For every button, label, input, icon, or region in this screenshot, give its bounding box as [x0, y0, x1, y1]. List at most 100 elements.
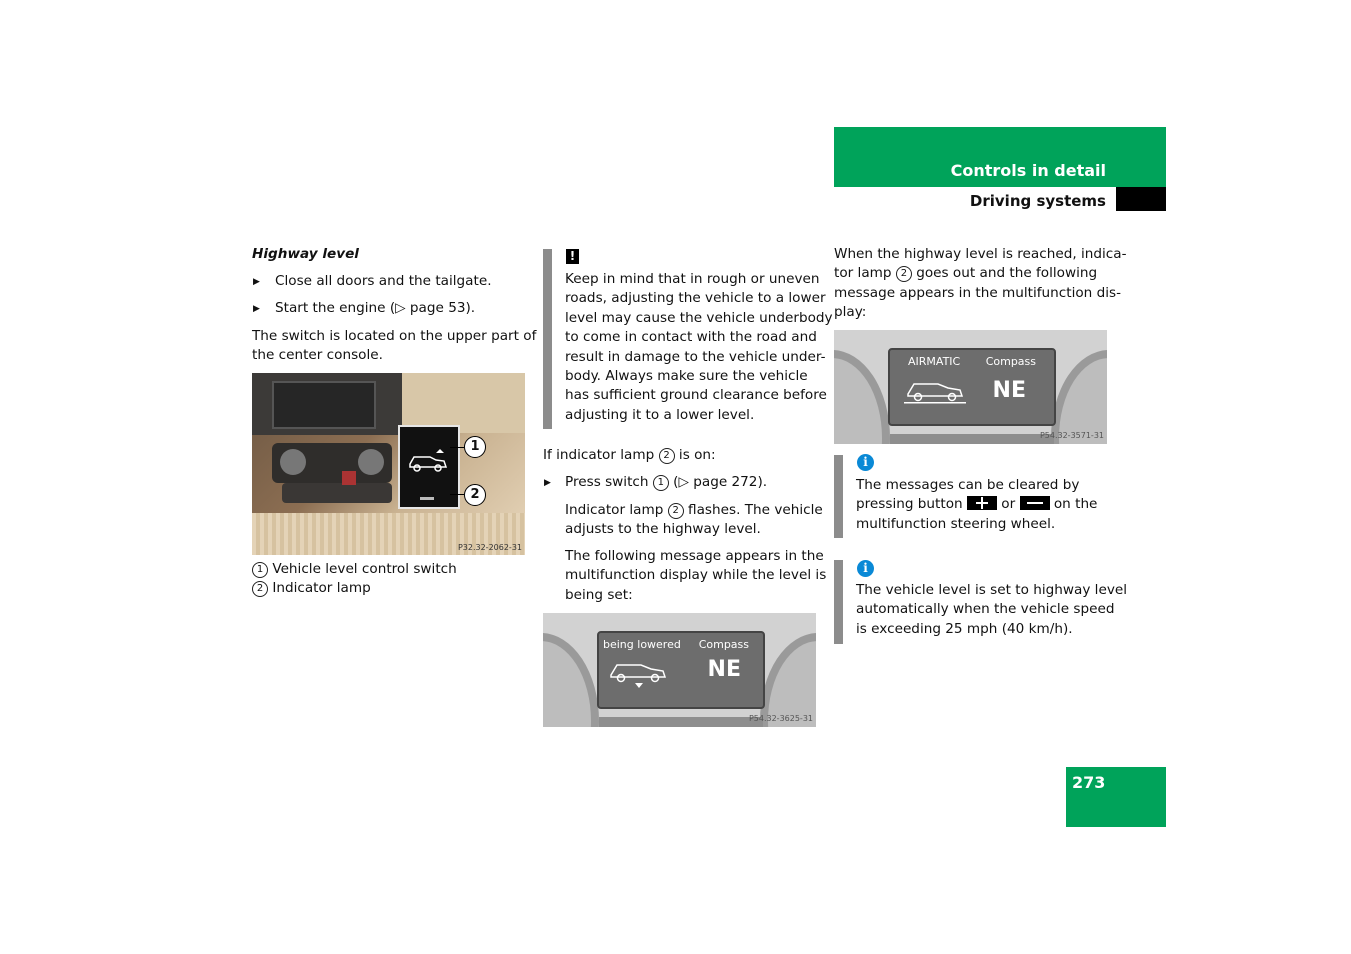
text: multifunction steering wheel. [856, 515, 1056, 532]
subsection-header: Driving systems [834, 187, 1166, 211]
info-clear-messages: The messages can be cleared by pressing … [856, 476, 1097, 534]
warning-icon: ! [566, 249, 579, 264]
step-close-doors: Close all doors and the tailgate. [275, 273, 492, 289]
text: multifunction display while the level is [565, 567, 827, 584]
gauge-left [543, 633, 599, 727]
para-line: The switch is located on the upper part … [252, 328, 537, 344]
triangle-bullet-icon: ▶ [253, 277, 260, 287]
heading-highway-level: Highway level [252, 246, 359, 262]
text: Press switch [565, 474, 649, 490]
figure-code: P32.32-2062-31 [457, 543, 522, 552]
callout-line [450, 494, 464, 495]
display-compass-direction: NE [992, 378, 1026, 403]
message-para: The following message appears in the mul… [565, 547, 826, 605]
text: is on: [678, 447, 716, 463]
number-circle-1: 1 [652, 475, 669, 491]
climate-knob [280, 449, 306, 475]
display-being-lowered: being lowered Compass NE P54.32-3625-31 [543, 613, 816, 727]
gauge-left [834, 350, 890, 444]
gauge-right [760, 633, 816, 727]
text: The following message appears in the [565, 548, 824, 564]
number-circle-2: 2 [658, 448, 675, 464]
lower-display [599, 717, 763, 727]
wood-trim [252, 513, 525, 555]
text: If indicator lamp [543, 447, 655, 463]
text: When the highway level is reached, indic… [834, 246, 1127, 262]
text: or [1001, 496, 1016, 513]
info-auto-highway: The vehicle level is set to highway leve… [856, 581, 1127, 639]
info-bar [834, 455, 843, 538]
number-circle-1: 1 [252, 562, 268, 578]
if-lamp-on: If indicator lamp 2 is on: [543, 446, 716, 465]
display-compass-direction: NE [707, 657, 741, 682]
callout-2: 2 [464, 484, 486, 506]
text: (▷ page 272). [673, 474, 768, 490]
display-status-text: AIRMATIC [908, 355, 961, 368]
page-number: 273 [1072, 773, 1106, 792]
console-display [272, 381, 376, 429]
text: The vehicle level is set to highway leve… [856, 582, 1128, 598]
warning-line: body. Always make sure the vehicle [565, 368, 808, 385]
warning-line: adjusting it to a lower level. [565, 406, 755, 423]
text: on the [1053, 496, 1098, 513]
figure-code: P54.32-3625-31 [748, 714, 813, 723]
display-airmatic: AIRMATIC Compass NE P54.32-3571-31 [834, 330, 1107, 444]
text: message appears in the multifunction dis… [834, 284, 1122, 301]
para-line: the center console. [252, 347, 383, 364]
text: adjusts to the highway level. [565, 521, 761, 538]
level-switch-inset [398, 425, 460, 509]
info-icon: i [857, 560, 874, 577]
vehicle-lowering-icon [610, 664, 667, 688]
warning-line: has sufficient ground clearance before [565, 387, 827, 404]
vehicle-level-icon [409, 449, 448, 500]
text: pressing button [856, 496, 963, 513]
button-row [282, 483, 392, 503]
display-status-text: being lowered [603, 638, 681, 651]
legend-item-1: 1 Vehicle level control switch [252, 560, 457, 579]
vehicle-icon [904, 383, 966, 404]
lamp-flashes-para: Indicator lamp 2 flashes. The vehicle ad… [565, 501, 823, 540]
reached-para: When the highway level is reached, indic… [834, 245, 1126, 323]
section-title: Controls in detail [950, 161, 1106, 180]
switch-location-para: The switch is located on the upper part … [252, 327, 536, 366]
glovebox-area [402, 373, 525, 433]
minus-button-icon [1019, 496, 1050, 511]
text: tor lamp [834, 265, 892, 282]
number-circle-2: 2 [667, 503, 684, 519]
text: is exceeding 25 mph (40 km/h). [856, 620, 1073, 637]
page-number-box: 273 [1066, 767, 1166, 827]
text: flashes. The vehicle [688, 502, 823, 518]
plus-button-icon [966, 496, 997, 511]
display-compass-label: Compass [985, 355, 1036, 368]
figure-code: P54.32-3571-31 [1039, 431, 1104, 440]
multifunction-display: AIRMATIC Compass NE [888, 348, 1056, 426]
text: automatically when the vehicle speed [856, 601, 1115, 618]
text: play: [834, 304, 867, 321]
step-start-engine: Start the engine (▷ page 53). [275, 300, 476, 316]
gauge-right [1051, 350, 1107, 444]
legend-label: Indicator lamp [272, 580, 371, 596]
triangle-bullet-icon: ▶ [253, 304, 260, 314]
step-press-switch: Press switch 1 (▷ page 272). [565, 473, 767, 492]
warning-line: roads, adjusting the vehicle to a lower [565, 290, 826, 307]
lower-display [890, 434, 1054, 444]
info-icon: i [857, 454, 874, 471]
number-circle-2: 2 [895, 266, 912, 283]
text: The messages can be cleared by [856, 477, 1080, 493]
legend-item-2: 2 Indicator lamp [252, 579, 371, 598]
center-console-photo: 1 2 P32.32-2062-31 [252, 373, 525, 555]
climate-knob [358, 449, 384, 475]
display-compass-label: Compass [698, 638, 749, 651]
triangle-bullet-icon: ▶ [544, 478, 551, 488]
warning-bar [543, 249, 552, 429]
warning-line: Keep in mind that in rough or uneven [565, 271, 820, 287]
text: being set: [565, 586, 633, 603]
subsection-marker [1116, 187, 1166, 211]
info-bar [834, 560, 843, 644]
warning-line: to come in contact with the road and [565, 329, 817, 346]
number-circle-2: 2 [252, 581, 268, 597]
warning-text: Keep in mind that in rough or uneven roa… [565, 270, 833, 425]
subsection-title: Driving systems [969, 192, 1106, 210]
hazard-button [342, 471, 356, 485]
warning-line: level may cause the vehicle underbody [565, 309, 833, 326]
